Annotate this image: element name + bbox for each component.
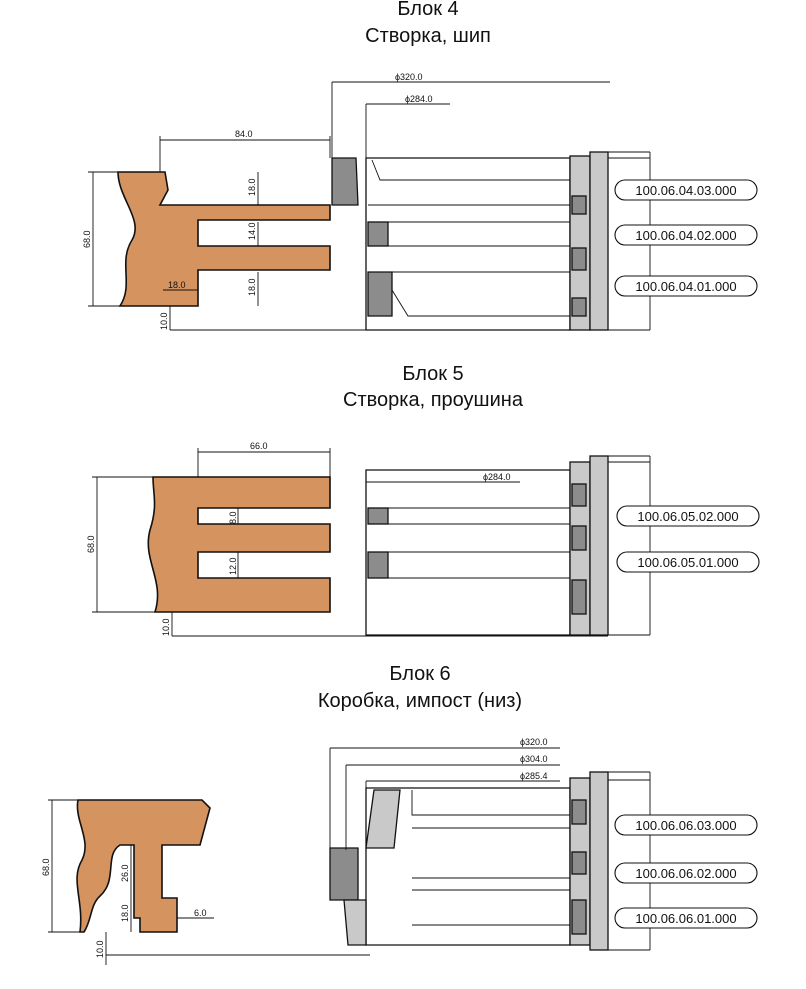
- block-6-workpiece: [76, 799, 211, 933]
- block-5-base-dim: 10.0: [161, 618, 171, 636]
- block-6-cutter: [329, 771, 651, 951]
- block-4-code-3: 100.06.04.01.000: [635, 279, 736, 294]
- block-6-code-pill-3: [614, 907, 758, 929]
- block-4-cutter: [331, 151, 651, 331]
- block-4-code-1: 100.06.04.03.000: [635, 183, 736, 198]
- block-4-code-pill-2: [614, 224, 758, 246]
- block-5-cutter: [365, 455, 651, 636]
- block-4-workpiece: [117, 171, 331, 307]
- block-4-width-dim: 84.0: [235, 129, 253, 139]
- block-4-code-pill-3: [614, 275, 758, 297]
- block-4-code-pill-1: [614, 179, 758, 201]
- block-5-height-dim: 68.0: [86, 535, 96, 553]
- block-4-step-dim: 18.0: [168, 280, 186, 290]
- block-5-width-dim: 66.0: [250, 441, 268, 451]
- block-4-title: Блок 4: [397, 0, 458, 20]
- block-4-top-dim: 18.0: [247, 178, 257, 196]
- block-6-code-pill-2: [614, 862, 758, 884]
- block-6-code-1: 100.06.06.03.000: [635, 818, 736, 833]
- block-6: Блок 6 Коробка, импост (низ) 68.0 26.0 1…: [41, 663, 758, 965]
- block-5-code-2: 100.06.05.01.000: [637, 555, 738, 570]
- block-6-subtitle: Коробка, импост (низ): [318, 690, 522, 712]
- block-4-base-dim: 10.0: [159, 312, 169, 330]
- block-6-diameter-3: ϕ285.4: [520, 771, 548, 781]
- block-5-gap2-dim: 12.0: [228, 557, 238, 575]
- block-5: Блок 5 Створка, проушина 66.0 68.0 8.0 1…: [86, 363, 760, 637]
- block-6-d3-dim: 6.0: [194, 908, 207, 918]
- block-6-height-dim: 68.0: [41, 858, 51, 876]
- block-6-base-dim: 10.0: [95, 940, 105, 958]
- block-6-d1-dim: 26.0: [120, 864, 130, 882]
- block-4-code-2: 100.06.04.02.000: [635, 228, 736, 243]
- block-5-code-pill-1: [616, 505, 760, 527]
- block-5-diameter-1: ϕ284.0: [483, 472, 511, 482]
- block-4: Блок 4 Створка, шип 84.0 68.: [82, 0, 758, 331]
- block-5-code-pill-2: [616, 551, 760, 573]
- block-6-code-pill-1: [614, 814, 758, 836]
- block-5-gap1-dim: 8.0: [228, 511, 238, 524]
- block-6-title: Блок 6: [389, 663, 450, 685]
- block-4-subtitle: Створка, шип: [365, 25, 491, 47]
- block-6-d2-dim: 18.0: [120, 904, 130, 922]
- block-5-subtitle: Створка, проушина: [343, 389, 524, 411]
- block-4-mid-dim: 14.0: [247, 222, 257, 240]
- block-5-workpiece: [147, 476, 331, 613]
- block-4-diameter-2: ϕ284.0: [405, 94, 433, 104]
- block-4-height-dim: 68.0: [82, 230, 92, 248]
- block-5-title: Блок 5: [402, 363, 463, 385]
- block-4-diameter-1: ϕ320.0: [395, 72, 423, 82]
- block-6-diameter-2: ϕ304.0: [520, 754, 548, 764]
- block-4-bottom-dim: 18.0: [247, 278, 257, 296]
- block-6-code-3: 100.06.06.01.000: [635, 911, 736, 926]
- block-6-diameter-1: ϕ320.0: [520, 737, 548, 747]
- block-5-code-1: 100.06.05.02.000: [637, 509, 738, 524]
- block-6-code-2: 100.06.06.02.000: [635, 866, 736, 881]
